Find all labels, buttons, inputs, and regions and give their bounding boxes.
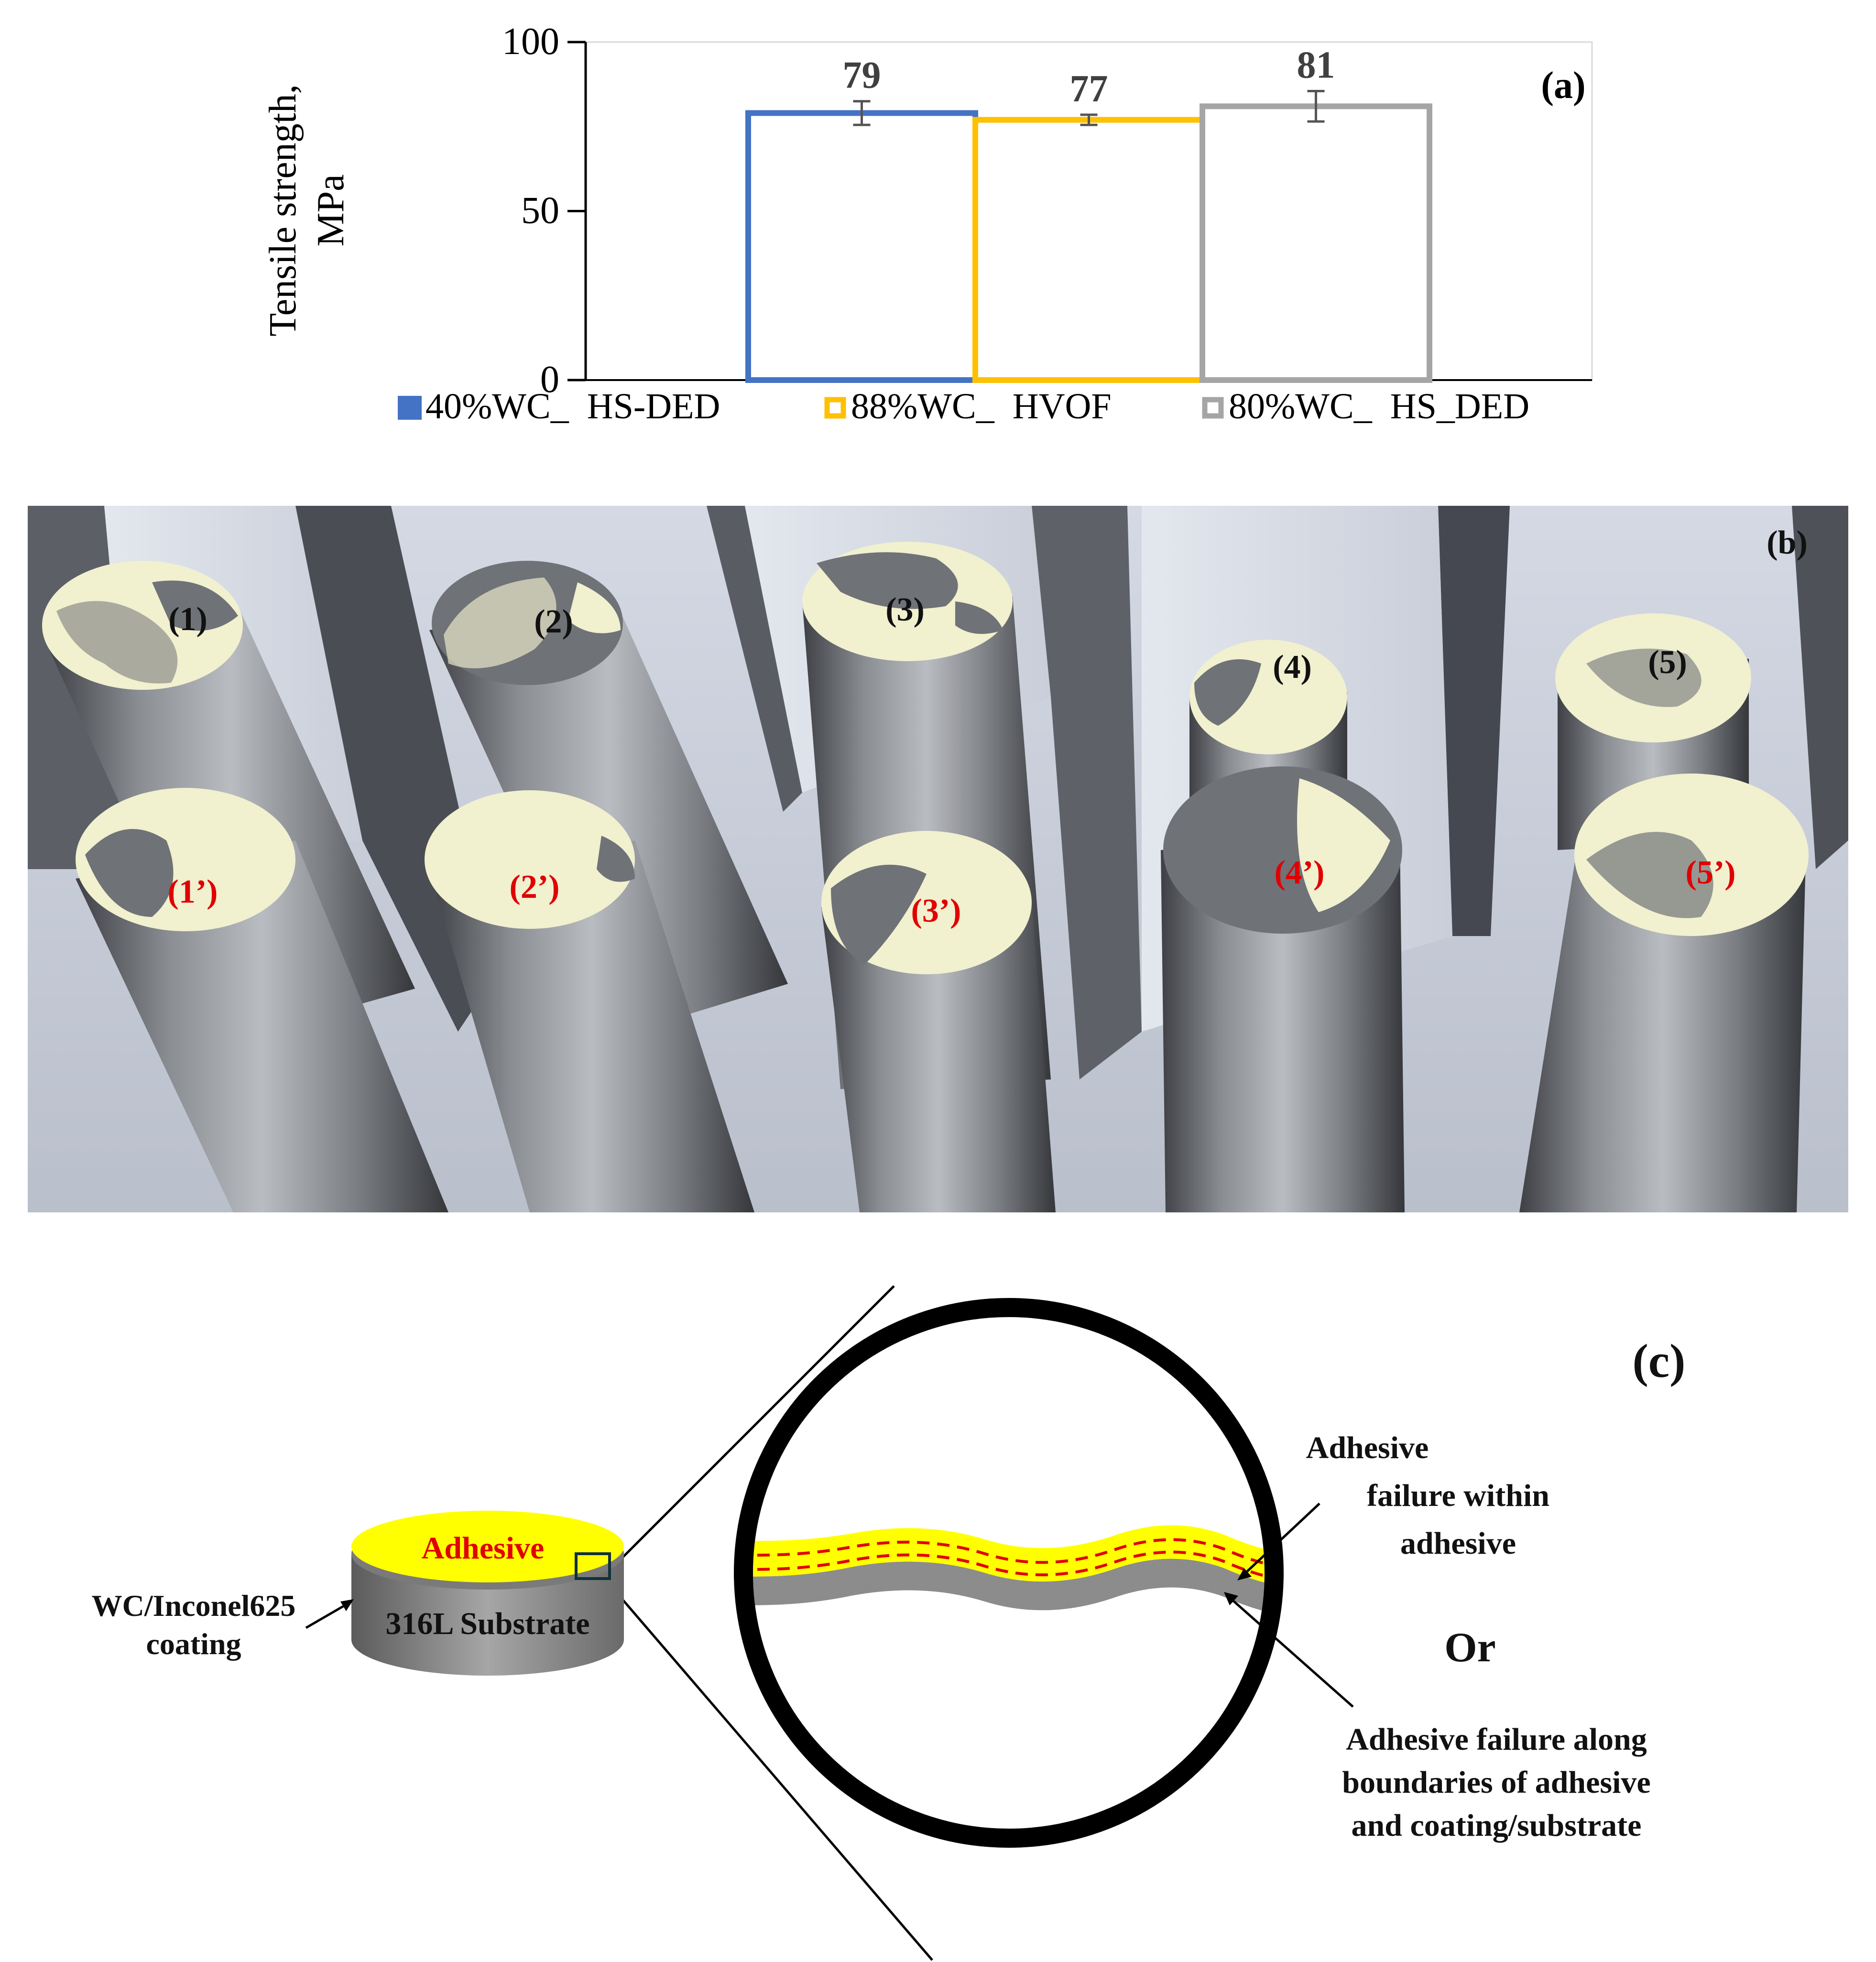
arrow-failure-within <box>1237 1503 1320 1580</box>
y-axis-label-line2: MPa <box>310 174 352 246</box>
zoom-line-bottom <box>611 1586 933 1961</box>
zoom-line-top <box>611 1285 895 1569</box>
legend-label-3: 80%WC_ HS_DED <box>1229 386 1529 426</box>
y-tick-label: 100 <box>502 21 559 63</box>
sample-label-4: (4) <box>1273 649 1312 686</box>
substrate-layer <box>753 1559 1265 1616</box>
bar-3 <box>1200 103 1432 383</box>
sample-label-2: (2) <box>534 603 573 640</box>
panel-b-label: (b) <box>1767 524 1808 561</box>
magnifier-circle <box>734 1298 1284 1848</box>
photo-svg: (b) (1) (2) (3) (4) (5) (1’) (2’) (3’) (… <box>28 506 1848 1212</box>
disk-adhesive-label: Adhesive <box>422 1531 545 1566</box>
rod-5-prime <box>1519 774 1809 1212</box>
panel-a-label: (a) <box>1541 65 1585 107</box>
rod-1-prime <box>76 788 448 1212</box>
sample-label-1-prime: (1’) <box>168 873 218 910</box>
fractured-samples-photo: (b) (1) (2) (3) (4) (5) (1’) (2’) (3’) (… <box>28 506 1848 1212</box>
failure1-line1: Adhesive <box>1306 1430 1429 1465</box>
sample-label-3-prime: (3’) <box>911 893 961 929</box>
panel-c-label: (c) <box>1633 1334 1686 1387</box>
bar-2 <box>972 117 1205 383</box>
failure2-line3: and coating/substrate <box>1352 1808 1642 1843</box>
failure2-line1: Adhesive failure along <box>1346 1722 1647 1757</box>
rod-2-prime <box>425 790 754 1212</box>
sample-label-5: (5) <box>1648 644 1687 681</box>
arrow-failure-boundary <box>1224 1592 1354 1708</box>
sample-disk <box>351 1511 624 1676</box>
sample-label-1: (1) <box>168 601 207 638</box>
zoom-box <box>575 1552 611 1580</box>
disk-substrate-label: 316L Substrate <box>385 1606 589 1641</box>
failure1-line3: adhesive <box>1400 1526 1516 1561</box>
data-label-2: 77 <box>1070 68 1108 110</box>
rod-4-prime <box>1161 766 1405 1212</box>
sample-label-4-prime: (4’) <box>1275 854 1325 891</box>
legend-label-1: 40%WC_ HS-DED <box>425 386 720 426</box>
failure2-line2: boundaries of adhesive <box>1342 1765 1650 1800</box>
y-tick-label: 50 <box>521 190 559 232</box>
legend-swatch-1 <box>398 396 422 420</box>
failure-line-within <box>753 1538 1265 1570</box>
failure-line-boundary <box>753 1550 1265 1582</box>
rod-3-prime <box>821 831 1056 1212</box>
legend-swatch-3 <box>1202 397 1224 419</box>
sample-label-2-prime: (2’) <box>510 869 560 905</box>
sample-label-3: (3) <box>885 591 925 628</box>
legend-label-2: 88%WC_ HVOF <box>851 386 1112 426</box>
y-tick-label: 0 <box>540 359 559 401</box>
coating-label-line2: coating <box>146 1627 241 1661</box>
coating-label-line1: WC/Inconel625 <box>92 1589 296 1623</box>
adhesive-layer <box>753 1525 1265 1587</box>
data-label-3: 81 <box>1297 44 1335 87</box>
sample-label-5-prime: (5’) <box>1686 854 1736 891</box>
schematic-svg: (c) Adhesive 316L Substrate WC/Inconel62… <box>92 1285 1686 1961</box>
bar-1 <box>745 110 978 383</box>
magnified-layers <box>753 1525 1265 1616</box>
coating-arrow <box>305 1599 354 1629</box>
failure1-line2: failure within <box>1367 1478 1549 1513</box>
data-label-1: 79 <box>843 54 881 97</box>
legend-swatch-2 <box>824 397 846 419</box>
disk-adhesive-top <box>351 1511 624 1582</box>
or-label: Or <box>1444 1624 1496 1671</box>
failure-mode-schematic: (c) Adhesive 316L Substrate WC/Inconel62… <box>0 1224 1876 1962</box>
y-axis-label-line1: Tensile strength, <box>262 84 304 337</box>
